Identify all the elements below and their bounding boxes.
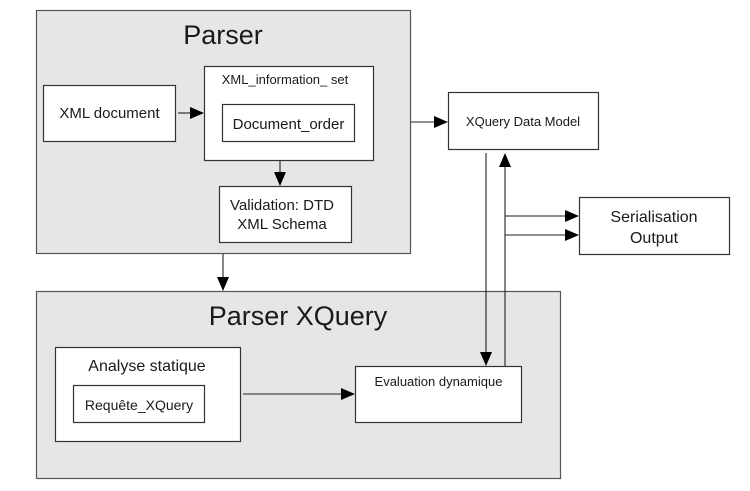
- arrowhead: [565, 210, 579, 222]
- xquery-data-model-node[interactable]: XQuery Data Model: [447, 91, 600, 151]
- parser-title: Parser: [183, 20, 263, 50]
- xml-document-label: XML document: [59, 105, 160, 122]
- validation-node[interactable]: Validation: DTD XML Schema: [218, 185, 353, 244]
- evaluation-dynamique-node[interactable]: Evaluation dynamique: [354, 365, 523, 424]
- arrowhead: [499, 153, 511, 167]
- arrowhead: [274, 172, 286, 186]
- xquery-data-model-label: XQuery Data Model: [466, 114, 580, 129]
- validation-box[interactable]: [218, 185, 353, 244]
- edge-info-set-to-validation: [274, 161, 286, 186]
- arrowhead: [190, 107, 204, 119]
- evaluation-dynamique-box[interactable]: [354, 365, 523, 424]
- xml-document-box[interactable]: [42, 84, 177, 143]
- arrowhead: [217, 277, 229, 291]
- arrowhead: [565, 229, 579, 241]
- serialisation-output-label-line2: Output: [630, 230, 679, 247]
- validation-label-line2: XML Schema: [237, 216, 327, 233]
- edge-analyse-to-evaluation: [243, 388, 355, 400]
- edge-evaluation-to-serialisation-1: [505, 210, 579, 222]
- requete-xquery-box[interactable]: [72, 384, 206, 424]
- xml-information-set-node[interactable]: XML_information_ set Document_order: [203, 65, 375, 162]
- analyse-statique-label: Analyse statique: [88, 358, 206, 375]
- edge-xml-document-to-info-set: [178, 107, 204, 119]
- arrowhead: [480, 352, 492, 366]
- analyse-statique-node[interactable]: Analyse statique Requête_XQuery: [54, 346, 242, 443]
- edge-data-model-to-evaluation: [480, 153, 492, 366]
- xml-information-set-label: XML_information_ set: [222, 72, 349, 87]
- edge-evaluation-to-data-model: [499, 153, 511, 366]
- xquery-data-model-box[interactable]: [447, 91, 600, 151]
- xml-document-node[interactable]: XML document: [42, 84, 177, 143]
- serialisation-output-box[interactable]: [578, 196, 731, 256]
- serialisation-output-label-line1: Serialisation: [610, 209, 697, 226]
- edge-evaluation-to-serialisation-2: [505, 229, 579, 241]
- serialisation-output-node[interactable]: Serialisation Output: [578, 196, 731, 256]
- requete-xquery-label: Requête_XQuery: [85, 397, 193, 413]
- parser-xquery-title: Parser XQuery: [209, 301, 388, 331]
- validation-label-line1: Validation: DTD: [230, 197, 334, 214]
- document-order-box[interactable]: [221, 103, 356, 143]
- arrowhead: [341, 388, 355, 400]
- document-order-label: Document_order: [233, 116, 345, 133]
- arrowhead: [434, 116, 448, 128]
- evaluation-dynamique-label: Evaluation dynamique: [375, 374, 503, 389]
- edge-parser-to-data-model: [411, 116, 448, 128]
- edge-parser-to-parser-xquery: [217, 254, 229, 291]
